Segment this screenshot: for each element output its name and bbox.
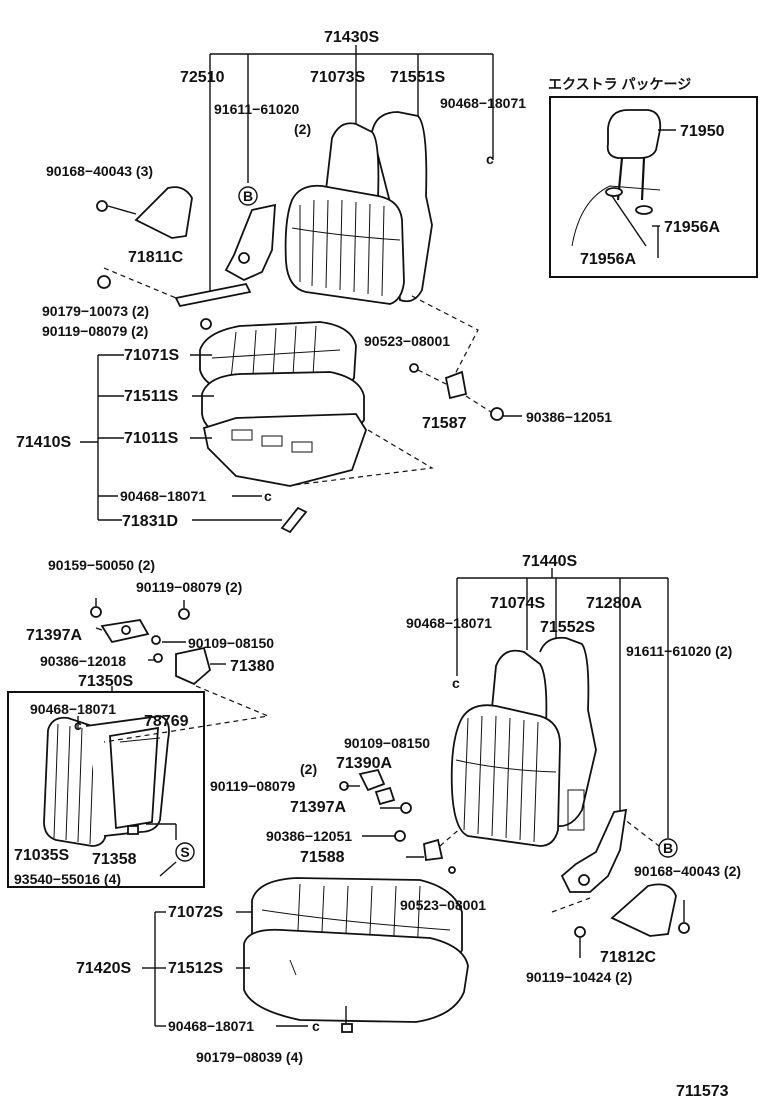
label-71011S: 71011S xyxy=(124,430,179,447)
leaders-71420S xyxy=(142,911,308,1027)
label-71956A-r: 71956A xyxy=(664,219,720,236)
label-71410S: 71410S xyxy=(16,434,71,451)
label-90468-18071-d: 90468−18071 xyxy=(406,615,492,631)
label-71812C: 71812C xyxy=(600,949,656,966)
box-71350S: S xyxy=(7,685,271,888)
label-qty-2: (2) xyxy=(294,121,311,137)
label-90468-18071-c: 90468−18071 xyxy=(30,701,116,717)
ref-b-top: B xyxy=(238,186,258,206)
label-90386-12018: 90386−12018 xyxy=(40,653,126,669)
label-71035S: 71035S xyxy=(14,847,69,864)
label-clip-c: c xyxy=(486,151,494,167)
label-extra-package: エクストラ パッケージ xyxy=(548,76,691,92)
parts-71380-area xyxy=(90,598,226,686)
label-71950: 71950 xyxy=(680,123,725,140)
label-90386-12051-b: 90386−12051 xyxy=(266,828,352,844)
label-90468-18071-e: 90468−18071 xyxy=(168,1018,254,1034)
label-72510: 72510 xyxy=(180,69,225,86)
label-71073S: 71073S xyxy=(310,69,365,86)
label-71440S: 71440S xyxy=(522,553,577,570)
svg-text:B: B xyxy=(243,188,253,204)
label-71831D: 71831D xyxy=(122,513,178,530)
label-90109-08150-b: 90109−08150 xyxy=(344,735,430,751)
label-clip-c-c: c xyxy=(74,717,82,733)
label-91611-61020-b: 91611−61020 (2) xyxy=(626,643,732,659)
label-clip-c-b: c xyxy=(264,488,272,504)
label-90523-08001-b: 90523−08001 xyxy=(400,897,486,913)
label-71280A: 71280A xyxy=(586,595,642,612)
label-90468-18071: 90468−18071 xyxy=(440,95,526,111)
label-71551S: 71551S xyxy=(390,69,445,86)
label-71512S: 71512S xyxy=(168,960,223,977)
label-71956A-l: 71956A xyxy=(580,251,636,268)
label-clip-c-e: c xyxy=(312,1018,320,1034)
label-clip-c-d: c xyxy=(452,675,460,691)
label-71350S: 71350S xyxy=(78,673,133,690)
dashed-links-upper xyxy=(103,267,479,487)
label-71587: 71587 xyxy=(422,415,467,432)
label-71397A-b: 71397A xyxy=(290,799,346,816)
svg-text:S: S xyxy=(180,844,189,860)
label-90119-08079-b: 90119−08079 (2) xyxy=(136,579,242,595)
upper-seat-cushion xyxy=(199,321,367,534)
parts-71812C-area xyxy=(448,866,690,958)
diagram-number: 711573 xyxy=(676,1083,729,1100)
label-90468-18071-b: 90468−18071 xyxy=(120,488,206,504)
leaders-71410S xyxy=(80,354,282,521)
leaders-71430S xyxy=(209,45,494,300)
lower-seat-back xyxy=(450,636,628,913)
label-93540-55016: 93540−55016 (4) xyxy=(14,871,121,887)
label-71397A: 71397A xyxy=(26,627,82,644)
parts-71587-area xyxy=(409,363,522,421)
label-90179-10073: 90179−10073 (2) xyxy=(42,303,149,319)
label-91611-61020: 91611−61020 xyxy=(214,101,299,117)
part-labels: 71430S 72510 71073S 71551S 91611−61020 (… xyxy=(14,29,741,1100)
label-71552S: 71552S xyxy=(540,619,595,636)
label-78769: 78769 xyxy=(144,713,189,730)
lower-seat-cushion xyxy=(243,877,469,1033)
fasteners-upper-left xyxy=(96,186,212,330)
ref-b-lower: B xyxy=(619,815,678,858)
label-90523-08001: 90523−08001 xyxy=(364,333,450,349)
label-71072S: 71072S xyxy=(168,904,223,921)
label-90179-08039: 90179−08039 (4) xyxy=(196,1049,303,1065)
label-90168-40043: 90168−40043 (3) xyxy=(46,163,153,179)
label-71420S: 71420S xyxy=(76,960,131,977)
leaders-71440S xyxy=(456,568,669,838)
svg-text:B: B xyxy=(663,840,673,856)
label-90159-50050: 90159−50050 (2) xyxy=(48,557,155,573)
label-90119-10424: 90119−10424 (2) xyxy=(526,969,632,985)
label-qty-2-b: (2) xyxy=(300,761,317,777)
label-90119-08079: 90119−08079 (2) xyxy=(42,323,148,339)
label-71511S: 71511S xyxy=(124,388,179,405)
extra-package-box xyxy=(549,96,758,278)
upper-seat-back xyxy=(174,111,433,308)
label-71430S: 71430S xyxy=(324,29,379,46)
label-90386-12051: 90386−12051 xyxy=(526,409,612,425)
label-71380: 71380 xyxy=(230,658,275,675)
label-71390A: 71390A xyxy=(336,755,392,772)
parts-71390A-area xyxy=(339,768,471,862)
label-71588: 71588 xyxy=(300,849,345,866)
label-71358: 71358 xyxy=(92,851,137,868)
label-90119-08079-c: 90119−08079 xyxy=(210,778,295,794)
label-90109-08150: 90109−08150 xyxy=(188,635,274,651)
label-71811C: 71811C xyxy=(128,249,184,266)
label-71071S: 71071S xyxy=(124,347,179,364)
label-71074S: 71074S xyxy=(490,595,545,612)
label-90168-40043-b: 90168−40043 (2) xyxy=(634,863,741,879)
